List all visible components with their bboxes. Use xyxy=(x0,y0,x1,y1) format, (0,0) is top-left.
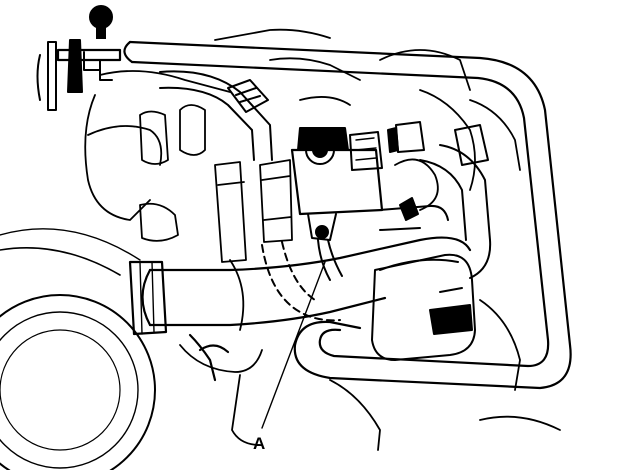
crank-pulley xyxy=(0,228,156,470)
engine-block-outline xyxy=(84,28,561,451)
valve-to-duct-hose xyxy=(317,239,343,281)
mounting-bracket xyxy=(139,159,293,263)
callout-leader-A xyxy=(261,261,326,429)
vacuum-pump-gauge-icon xyxy=(36,5,122,111)
callout-label-A: A xyxy=(253,434,266,453)
vacuum-hose-to-valve xyxy=(159,70,273,161)
solenoid-valve xyxy=(290,121,425,241)
breather-box xyxy=(371,253,476,361)
intake-duct xyxy=(128,236,472,382)
loop-hose xyxy=(123,40,572,390)
bypass-hose xyxy=(379,124,492,279)
hidden-hose-dashed xyxy=(261,241,341,322)
